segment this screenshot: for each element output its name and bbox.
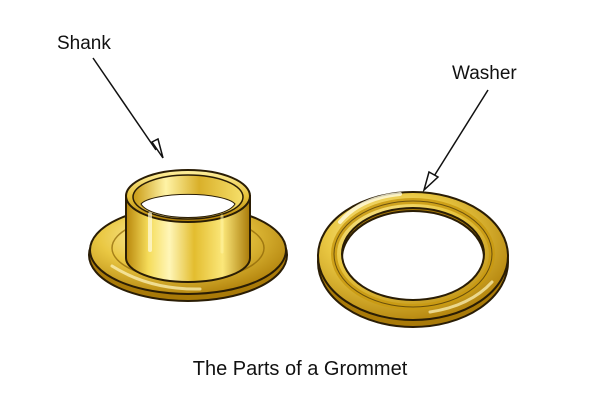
shank-grommet xyxy=(88,169,288,302)
washer-bevel xyxy=(331,198,495,310)
washer-face xyxy=(316,191,510,321)
diagram-caption: The Parts of a Grommet xyxy=(192,358,408,380)
washer-ring xyxy=(316,191,510,328)
shank-label: Shank xyxy=(57,33,111,54)
washer-label: Washer xyxy=(452,63,517,84)
washer-arrow xyxy=(422,89,489,193)
shank-arrow xyxy=(92,57,164,159)
shank-hole xyxy=(140,193,236,219)
